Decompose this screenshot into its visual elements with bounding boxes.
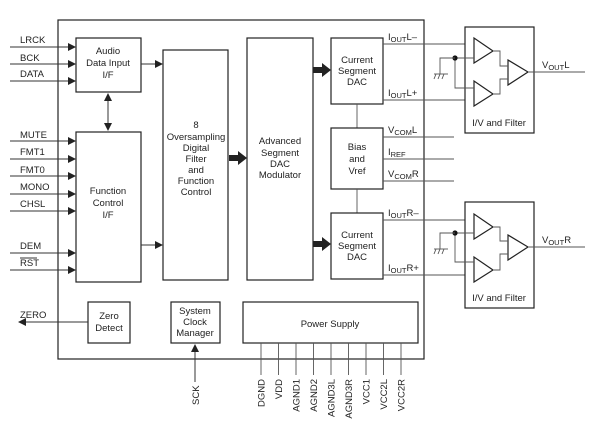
modulator-line2: Segment bbox=[261, 148, 299, 159]
left-amp-bottom-icon bbox=[473, 79, 495, 108]
clock-manager-line3: Manager bbox=[176, 328, 214, 339]
filter-line1: 8 bbox=[193, 120, 198, 131]
pin-mute-label: MUTE bbox=[20, 130, 47, 141]
zero-detect-block: Zero Detect bbox=[87, 301, 131, 344]
left-amp-sum-icon bbox=[507, 58, 530, 87]
bias-line3: Vref bbox=[348, 166, 365, 177]
zero-detect-line1: Zero bbox=[99, 311, 119, 322]
pin-sck-label: SCK bbox=[191, 385, 202, 405]
vcom-r-label: VCOMR bbox=[388, 169, 419, 181]
modulator-line3: DAC bbox=[270, 159, 290, 170]
right-amp-sum-icon bbox=[507, 233, 530, 262]
power-pin-label: VCC2L bbox=[379, 379, 390, 410]
pin-dem-label: DEM bbox=[20, 241, 41, 252]
bias-vref-block: Bias and Vref bbox=[330, 127, 384, 190]
power-pins: DGND VDD AGND1 AGND2 AGND3L AGND3R VCC1 VCC2L VC… bbox=[257, 343, 408, 419]
power-pin-label: VCC1 bbox=[362, 379, 373, 404]
oversampling-filter-block: 8 Oversampling Digital Filter and Functi… bbox=[162, 49, 229, 281]
filter-line4: Filter bbox=[185, 154, 206, 165]
power-supply-block: Power Supply bbox=[242, 301, 419, 344]
power-pin-label: AGND2 bbox=[309, 379, 320, 412]
audio-if-line1: Audio bbox=[96, 46, 120, 57]
input-signals: LRCK BCK DATA MUTE FMT1 FMT0 MONO CHSL D… bbox=[10, 35, 76, 274]
vout-l-label: VOUTL bbox=[542, 60, 569, 72]
power-pin-label: AGND3R bbox=[344, 379, 355, 419]
iout-r-plus-label: IOUTR+ bbox=[388, 263, 419, 275]
iv-filter-left-label: I/V and Filter bbox=[472, 118, 526, 129]
pin-chsl-label: CHSL bbox=[20, 199, 45, 210]
function-control-line3: I/F bbox=[102, 210, 113, 221]
pin-fmt0-label: FMT0 bbox=[20, 165, 45, 176]
power-pin-label: AGND1 bbox=[292, 379, 303, 412]
pin-data-label: DATA bbox=[20, 69, 45, 80]
analog-output-signals: IOUTL– IOUTL+ VCOML IREF VCOMR IOUTR– IO… bbox=[383, 32, 475, 276]
right-amp-bottom-icon bbox=[473, 255, 495, 284]
clock-manager-line2: Clock bbox=[183, 317, 207, 328]
pin-lrck-label: LRCK bbox=[20, 35, 46, 46]
left-amp-top-icon bbox=[473, 36, 495, 65]
modulator-to-left-dac-arrow bbox=[313, 63, 331, 77]
power-supply-label: Power Supply bbox=[301, 319, 360, 330]
clock-manager-line1: System bbox=[179, 306, 211, 317]
power-pin-label: DGND bbox=[257, 379, 268, 407]
iout-l-plus-label: IOUTL+ bbox=[388, 88, 418, 100]
filter-line5: and bbox=[188, 165, 204, 176]
filter-line6: Function bbox=[178, 176, 214, 187]
iv-filter-right-label: I/V and Filter bbox=[472, 293, 526, 304]
bias-line2: and bbox=[349, 154, 365, 165]
audio-if-line2: Data Input bbox=[86, 58, 130, 69]
filter-line3: Digital bbox=[183, 143, 209, 154]
dac-left-line1: Current bbox=[341, 55, 373, 66]
function-control-line2: Control bbox=[93, 198, 124, 209]
system-clock-manager-block: System Clock Manager bbox=[170, 301, 221, 344]
right-current-dac-block: Current Segment DAC bbox=[330, 212, 384, 280]
power-pin-label: AGND3L bbox=[327, 379, 338, 417]
modulator-to-right-dac-arrow bbox=[313, 237, 331, 251]
function-control-line1: Function bbox=[90, 186, 126, 197]
iout-r-minus-label: IOUTR– bbox=[388, 208, 419, 220]
audio-if-line3: I/F bbox=[102, 70, 113, 81]
dac-left-line3: DAC bbox=[347, 77, 367, 88]
pin-zero-label: ZERO bbox=[20, 310, 46, 321]
modulator-line4: Modulator bbox=[259, 170, 301, 181]
pin-mono-label: MONO bbox=[20, 182, 50, 193]
dac-right-line1: Current bbox=[341, 230, 373, 241]
power-pin-label: VCC2R bbox=[397, 379, 408, 411]
vout-r-label: VOUTR bbox=[542, 235, 571, 247]
filter-line7: Control bbox=[181, 187, 212, 198]
dac-right-line3: DAC bbox=[347, 252, 367, 263]
right-amp-top-icon bbox=[473, 212, 495, 241]
iref-label: IREF bbox=[388, 147, 406, 159]
right-iv-filter-block: I/V and Filter bbox=[433, 201, 535, 309]
left-current-dac-block: Current Segment DAC bbox=[330, 37, 384, 105]
iout-l-minus-label: IOUTL– bbox=[388, 32, 418, 44]
bias-line1: Bias bbox=[348, 142, 367, 153]
dac-right-line2: Segment bbox=[338, 241, 376, 252]
right-ground-icon bbox=[433, 248, 448, 255]
dac-left-line2: Segment bbox=[338, 66, 376, 77]
pin-bck-label: BCK bbox=[20, 53, 40, 64]
power-pin-label: VDD bbox=[274, 379, 285, 399]
filter-to-modulator-arrow bbox=[229, 151, 247, 165]
filter-line2: Oversampling bbox=[167, 132, 226, 143]
left-ground-icon bbox=[433, 73, 448, 80]
function-control-block: Function Control I/F bbox=[75, 131, 142, 283]
pin-fmt1-label: FMT1 bbox=[20, 147, 45, 158]
modulator-line1: Advanced bbox=[259, 136, 301, 147]
left-iv-filter-block: I/V and Filter bbox=[433, 26, 535, 134]
pin-rst-label: RST bbox=[20, 258, 39, 269]
dac-modulator-block: Advanced Segment DAC Modulator bbox=[246, 37, 314, 281]
zero-detect-line2: Detect bbox=[95, 323, 123, 334]
audio-data-input-block: Audio Data Input I/F bbox=[75, 37, 142, 93]
vcom-l-label: VCOML bbox=[388, 125, 417, 137]
